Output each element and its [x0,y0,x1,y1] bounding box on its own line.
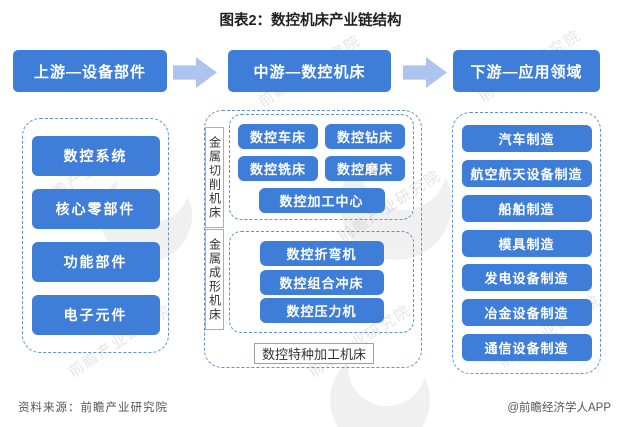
metal-cutting-label: 金属切削机床 [205,127,224,228]
metal-cutting-subgroup: 数控车床 数控钻床 数控铣床 数控磨床 数控加工中心 [229,114,414,220]
midstream-group [204,110,422,368]
downstream-item: 发电设备制造 [461,264,592,292]
downstream-item: 汽车制造 [461,124,592,152]
midstream-header: 中游—数控机床 [228,50,391,92]
midstream-item: 数控磨床 [325,156,405,181]
right-arrow-icon [403,57,447,88]
midstream-item: 数控加工中心 [258,188,385,213]
downstream-item: 冶金设备制造 [461,299,592,327]
upstream-item: 数控系统 [31,136,160,176]
midstream-item: 数控车床 [238,124,318,149]
credit-note: @前瞻经济学人APP [507,402,611,414]
downstream-item: 通信设备制造 [461,334,592,362]
midstream-item: 数控铣床 [238,156,318,181]
downstream-item: 航空航天设备制造 [461,159,592,187]
upstream-header: 上游—设备部件 [13,50,167,92]
downstream-item: 模具制造 [461,229,592,257]
special-machine-item: 数控特种加工机床 [254,343,374,364]
downstream-header: 下游—应用领域 [453,50,600,92]
midstream-item: 数控压力机 [259,298,384,324]
downstream-group: 汽车制造 航空航天设备制造 船舶制造 模具制造 发电设备制造 冶金设备制造 通信… [452,112,601,374]
upstream-item: 核心零部件 [31,189,160,229]
midstream-item: 数控组合冲床 [259,269,384,295]
metal-forming-subgroup: 数控折弯机 数控组合冲床 数控压力机 [229,231,414,333]
midstream-item: 数控折弯机 [259,240,384,266]
metal-forming-label: 金属成形机床 [205,229,224,330]
upstream-item: 电子元件 [31,295,160,335]
upstream-item: 功能部件 [31,242,160,282]
midstream-item: 数控钻床 [325,124,405,149]
upstream-group: 数控系统 核心零部件 功能部件 电子元件 [22,118,169,353]
right-arrow-icon [173,57,217,88]
source-note: 资料来源：前瞻产业研究院 [18,402,168,414]
page-title: 图表2：数控机床产业链结构 [219,13,402,29]
downstream-item: 船舶制造 [461,194,592,222]
